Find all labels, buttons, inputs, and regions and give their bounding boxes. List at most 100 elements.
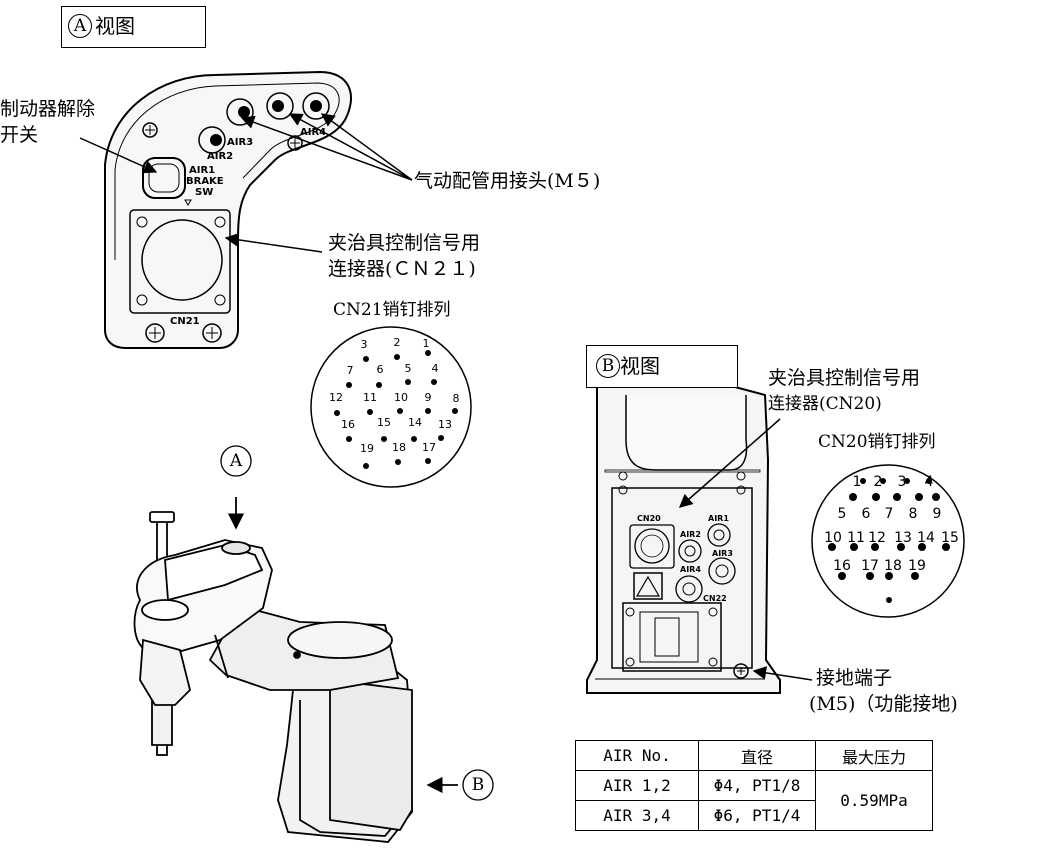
table-row: AIR 3,4 Φ6, PT1/4 xyxy=(575,800,933,831)
cn20-pinout-circle xyxy=(811,464,965,618)
panel-cn21-label: CN21 xyxy=(170,316,200,327)
pin-number: 16 xyxy=(341,418,355,431)
pin-dot xyxy=(893,493,901,501)
pin-dot xyxy=(872,493,880,501)
pin-dot xyxy=(452,408,458,414)
panel-cn20-label: CN20 xyxy=(637,514,661,523)
pin-dot xyxy=(911,572,919,580)
air-cell: AIR 1,2 xyxy=(575,770,699,801)
pin-number: 10 xyxy=(394,391,408,404)
brake-label-line1: 制动器解除 xyxy=(0,98,96,120)
header-diameter: 直径 xyxy=(698,740,816,771)
pin-dot xyxy=(871,543,879,551)
robot-arm xyxy=(133,511,413,843)
max-pressure-cell: 0.59MPa xyxy=(815,770,933,831)
pin-number: 11 xyxy=(363,391,377,404)
pneumatic-fitting-label: 气动配管用接头(M５) xyxy=(414,170,601,192)
pin-number: 18 xyxy=(884,558,902,574)
pin-dot xyxy=(376,382,382,388)
pin-dot xyxy=(363,463,369,469)
robot-marker-a: A xyxy=(229,451,243,471)
view-b-title-box: B 视图 xyxy=(586,345,738,388)
pin-dot xyxy=(405,379,411,385)
panel-air1-label: AIR1 xyxy=(189,165,216,176)
pin-number: 4 xyxy=(925,474,934,490)
pin-number: 15 xyxy=(941,530,959,546)
pin-number: 1 xyxy=(423,337,430,350)
pin-dot xyxy=(425,408,431,414)
air-spec-table: AIR No. 直径 最大压力 AIR 1,2 Φ4, PT1/8 0.59MP… xyxy=(575,740,933,831)
pin-dot xyxy=(850,543,858,551)
panel-b-air2-label: AIR2 xyxy=(680,530,701,539)
pin-number: 1 xyxy=(853,474,862,490)
pin-number: 6 xyxy=(862,506,871,522)
ground-terminal-label-line1: 接地端子 xyxy=(816,667,893,689)
pin-dot xyxy=(904,478,910,484)
pin-number: 16 xyxy=(833,558,851,574)
view-a-fitting-dots xyxy=(210,100,322,146)
pin-number: 7 xyxy=(347,364,354,377)
panel-sw-label: SW xyxy=(195,187,214,198)
pin-number: 19 xyxy=(360,442,374,455)
air-cell: AIR 3,4 xyxy=(575,800,699,831)
pin-number: 18 xyxy=(392,441,406,454)
header-max-pressure: 最大压力 xyxy=(815,740,933,771)
pin-number: 7 xyxy=(885,506,894,522)
robot-marker-b: B xyxy=(471,775,485,795)
pin-dot xyxy=(411,436,417,442)
cn21-pinout-circle xyxy=(310,326,472,488)
pin-dot xyxy=(926,478,932,484)
cn20-pin-dots xyxy=(828,478,950,580)
pin-number: 15 xyxy=(377,416,391,429)
pin-dot xyxy=(942,543,950,551)
panel-cn22-label: CN22 xyxy=(703,594,727,603)
pin-dot xyxy=(860,478,866,484)
pin-dot xyxy=(397,408,403,414)
pin-number: 6 xyxy=(377,363,384,376)
diameter-cell: Φ4, PT1/8 xyxy=(698,770,816,801)
pin-number: 2 xyxy=(394,336,401,349)
pin-dot xyxy=(880,478,886,484)
pin-number: 9 xyxy=(425,391,432,404)
pin-number: 5 xyxy=(838,506,847,522)
brake-label-line2: 开关 xyxy=(0,124,39,146)
panel-air2-label: AIR2 xyxy=(207,151,234,162)
pin-dot xyxy=(381,436,387,442)
pin-number: 14 xyxy=(408,416,422,429)
pin-dot xyxy=(915,493,923,501)
pin-dot xyxy=(838,572,846,580)
diameter-cell: Φ6, PT1/4 xyxy=(698,800,816,831)
pin-number: 8 xyxy=(453,392,460,405)
pin-dot xyxy=(395,459,401,465)
cn21-connector-label-line2: 连接器(ＣＮ２１) xyxy=(328,258,476,280)
view-b-arrows xyxy=(678,418,813,681)
pin-number: 17 xyxy=(422,441,436,454)
panel-b-air3-label: AIR3 xyxy=(712,549,733,558)
cn21-pin-dots xyxy=(334,350,458,469)
pin-dot xyxy=(431,379,437,385)
pin-number: 9 xyxy=(933,506,942,522)
view-b-mark: B xyxy=(596,354,620,378)
table-row: AIR 1,2 Φ4, PT1/8 0.59MPa xyxy=(575,770,933,831)
pin-dot xyxy=(885,572,893,580)
pin-dot xyxy=(828,543,836,551)
pin-number: 12 xyxy=(329,391,343,404)
pin-number: 10 xyxy=(824,530,842,546)
view-a-arrows xyxy=(79,113,413,253)
pin-dot xyxy=(425,458,431,464)
panel-air4-label: AIR4 xyxy=(300,127,327,138)
pin-number: 4 xyxy=(432,362,439,375)
pin-dot xyxy=(363,356,369,362)
pin-number: 14 xyxy=(917,530,935,546)
view-a-mark: A xyxy=(68,14,92,38)
pin-dot xyxy=(438,435,444,441)
pin-number: 2 xyxy=(874,474,883,490)
pin-dot xyxy=(849,493,857,501)
pin-number: 12 xyxy=(868,530,886,546)
pin-dot xyxy=(346,382,352,388)
pin-number: 3 xyxy=(361,338,368,351)
cn20-pinout-title: CN20销钉排列 xyxy=(818,432,936,452)
